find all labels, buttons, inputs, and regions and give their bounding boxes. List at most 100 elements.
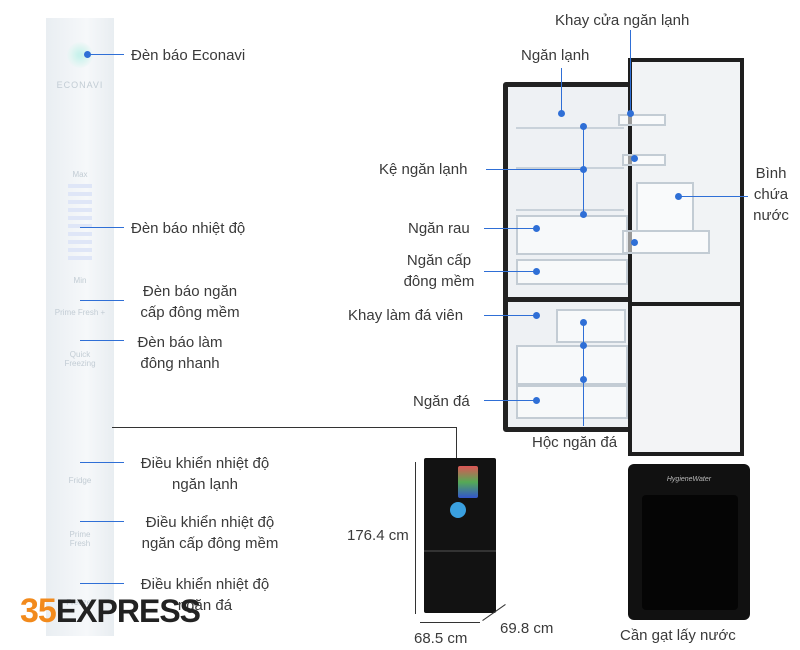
label-soft-freeze-indicator: Đèn báo ngăn cấp đông mềm	[130, 281, 250, 323]
panel-prime-fresh-plus-text: Prime Fresh +	[54, 308, 106, 317]
callout-dot	[533, 312, 540, 319]
callout-line	[561, 68, 562, 112]
panel-econavi-text: ECONAVI	[56, 80, 104, 90]
label-temp-indicator: Đèn báo nhiệt độ	[131, 220, 246, 237]
panel-fridge-text: Fridge	[68, 476, 92, 485]
label-cooler-shelf: Kệ ngăn lạnh	[379, 161, 468, 178]
temp-bar	[68, 184, 92, 188]
callout-line	[80, 462, 124, 463]
callout-dot	[533, 397, 540, 404]
veg-drawer	[516, 215, 628, 255]
fridge-front-image	[424, 458, 496, 613]
label-line: đông nhanh	[140, 355, 220, 372]
label-econavi-indicator: Đèn báo Econavi	[131, 47, 246, 64]
callout-line	[484, 400, 536, 401]
label-line: Điều khiển nhiệt độ	[140, 576, 270, 593]
water-drop-icon	[450, 502, 466, 518]
label-line: nước	[753, 207, 789, 224]
fridge-sticker	[458, 466, 478, 498]
callout-line	[583, 322, 584, 426]
door-tray	[622, 230, 710, 254]
callout-dot	[558, 110, 565, 117]
dimension-depth: 69.8 cm	[500, 620, 554, 637]
label-soft-freeze: Ngăn cấp đông mềm	[394, 250, 484, 292]
label-quick-freeze-indicator: Đèn báo làm đông nhanh	[130, 332, 230, 374]
label-veg-drawer: Ngăn rau	[408, 220, 470, 237]
shelf	[516, 167, 624, 169]
label-line: ngăn cấp đông mềm	[141, 535, 279, 552]
freezer-drawer	[516, 345, 628, 385]
label-line: Điều khiển nhiệt độ	[140, 455, 270, 472]
temp-bar	[68, 232, 92, 236]
label-line: chứa	[753, 186, 789, 203]
connector-line	[112, 427, 457, 428]
fridge-body	[503, 82, 637, 432]
express-logo: 35EXPRESS	[20, 592, 201, 631]
freezer-drawer	[556, 309, 626, 343]
callout-line	[484, 271, 536, 272]
label-freezer-drawer: Hộc ngăn đá	[532, 434, 618, 451]
callout-line	[80, 227, 124, 228]
door-split	[424, 550, 496, 552]
label-line: đông mềm	[403, 273, 475, 290]
callout-line	[80, 340, 124, 341]
door-tray	[618, 114, 666, 126]
label-dispenser-lever: Cần gạt lấy nước	[620, 627, 736, 644]
label-water-tank: Bình chứa nước	[748, 163, 794, 226]
callout-dot	[580, 166, 587, 173]
divider	[508, 297, 632, 302]
door-tray	[622, 154, 666, 166]
dispenser-lever	[642, 495, 738, 610]
dispenser-brand: HygieneWater	[666, 476, 712, 483]
panel-max-text: Max	[72, 170, 88, 179]
panel-prime-fresh-text: Prime Fresh	[69, 530, 91, 548]
label-line: ngăn lạnh	[172, 476, 238, 493]
label-fridge-control: Điều khiển nhiệt độ ngăn lạnh	[130, 453, 280, 495]
temp-bar	[68, 192, 92, 196]
callout-line	[80, 521, 124, 522]
callout-line	[484, 228, 536, 229]
water-tank	[636, 182, 694, 232]
callout-line	[678, 196, 748, 197]
callout-dot	[580, 319, 587, 326]
callout-dot	[84, 51, 91, 58]
callout-dot	[580, 376, 587, 383]
shelf	[516, 209, 624, 211]
fridge-door-top	[618, 58, 744, 306]
callout-line	[80, 300, 124, 301]
connector-line	[456, 427, 457, 469]
temp-bar	[68, 256, 92, 260]
callout-dot	[631, 239, 638, 246]
label-line: Ngăn cấp	[406, 252, 472, 269]
label-line: Đèn báo ngăn	[142, 283, 238, 300]
fridge-door-bottom	[628, 302, 744, 456]
callout-dot	[631, 155, 638, 162]
temp-bar	[68, 248, 92, 252]
dimension-line	[415, 462, 416, 614]
panel-min-text: Min	[73, 276, 87, 285]
callout-line	[630, 30, 631, 110]
label-line: cấp đông mềm	[140, 304, 240, 321]
label-line: Điều khiển nhiệt độ	[145, 514, 275, 531]
label-line: ngăn đá	[177, 597, 233, 614]
callout-dot	[627, 110, 634, 117]
dimension-width: 68.5 cm	[414, 630, 468, 647]
panel-quick-freezing-text: Quick Freezing	[64, 350, 96, 368]
label-ice-tray: Khay làm đá viên	[348, 307, 464, 324]
callout-dot	[580, 123, 587, 130]
label-cooler: Ngăn lạnh	[521, 47, 590, 64]
callout-line	[484, 315, 536, 316]
callout-dot	[580, 342, 587, 349]
label-freezer: Ngăn đá	[413, 393, 470, 410]
panel-freezer-text: Freezer	[66, 598, 94, 607]
callout-line	[88, 54, 124, 55]
logo-text: EXPRESS	[55, 593, 201, 629]
callout-dot	[533, 268, 540, 275]
temp-bar	[68, 200, 92, 204]
control-panel: ECONAVI Max Min Prime Fresh + Quick Free…	[46, 18, 114, 636]
callout-dot	[533, 225, 540, 232]
callout-dot	[580, 211, 587, 218]
label-line: Đèn báo làm	[137, 334, 223, 351]
temp-bar	[68, 216, 92, 220]
temp-bar	[68, 240, 92, 244]
